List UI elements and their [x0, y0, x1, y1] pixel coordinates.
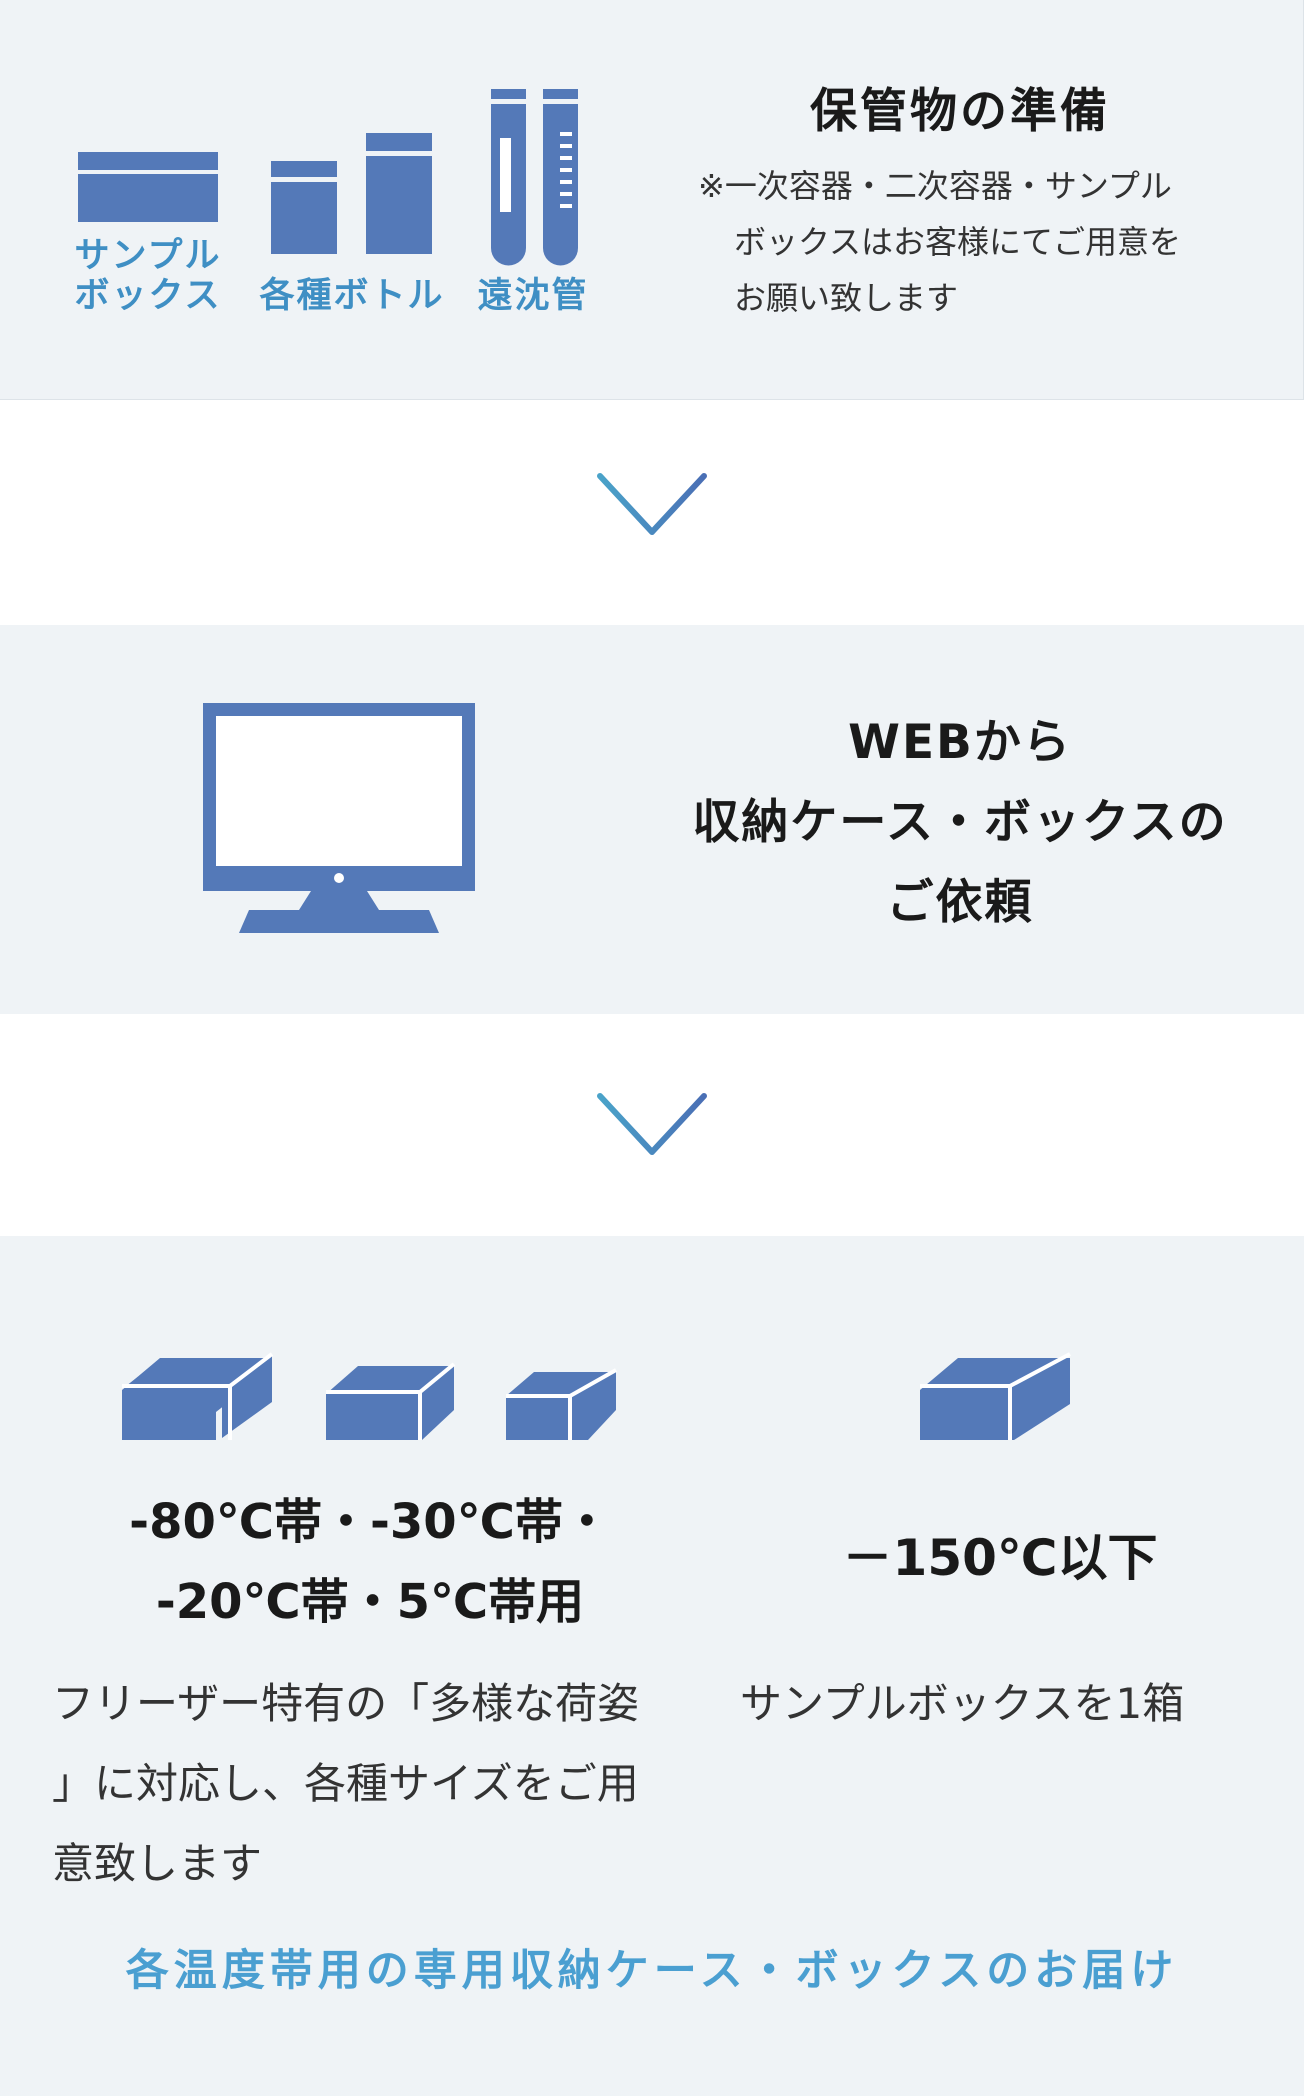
- monitor-icon: [203, 703, 475, 933]
- step-prepare-note-line3: お願い致します: [734, 279, 959, 317]
- step-delivery-panel: -80℃帯・-30℃帯・ -20℃帯・5℃帯用 －150℃以下 フリーザー特有の…: [0, 1236, 1304, 2096]
- freezer-temps-title: -80℃帯・-30℃帯・ -20℃帯・5℃帯用: [129, 1494, 611, 1630]
- step-prepare-note-line2: ボックスはお客様にてご用意を: [734, 223, 1182, 261]
- ultra-low-temp-title: －150℃以下: [842, 1529, 1158, 1587]
- storage-case-small-icon: [506, 1368, 617, 1440]
- bottles-icon: [271, 133, 432, 254]
- sample-box-icon: [78, 152, 218, 222]
- step-prepare-title: 保管物の準備: [810, 84, 1110, 139]
- bottles-label: 各種ボトル: [259, 276, 445, 316]
- ultra-low-desc: サンプルボックスを1箱: [740, 1679, 1185, 1728]
- centrifuge-tube-label: 遠沈管: [477, 276, 589, 316]
- sample-box-case-icon: [920, 1352, 1071, 1440]
- freezer-desc-line3: 意致します: [52, 1839, 263, 1888]
- step-request-title: WEBから 収納ケース・ボックスの ご依頼: [692, 715, 1228, 930]
- chevron-down-icon: [597, 473, 707, 535]
- freezer-desc-line1: フリーザー特有の「多様な荷姿: [52, 1679, 640, 1728]
- step-request-panel: WEBから 収納ケース・ボックスの ご依頼: [0, 625, 1304, 1014]
- storage-case-medium-icon: [326, 1362, 456, 1440]
- freezer-desc-line2: 」に対応し、各種サイズをご用: [52, 1759, 639, 1808]
- centrifuge-tube-icon: [491, 89, 578, 266]
- storage-case-large-icon: [122, 1352, 274, 1440]
- step-prepare-note-line1: ※一次容器・二次容器・サンプル: [698, 167, 1172, 205]
- sample-box-label: サンプル ボックス: [74, 236, 222, 316]
- delivery-caption: 各温度帯用の専用収納ケース・ボックスのお届け: [125, 1946, 1179, 1996]
- step-prepare-panel: サンプル ボックス 各種ボトル 遠沈管 保管物の準備 ※一次容器・二次容器・サン…: [0, 0, 1304, 400]
- chevron-down-icon: [597, 1093, 707, 1155]
